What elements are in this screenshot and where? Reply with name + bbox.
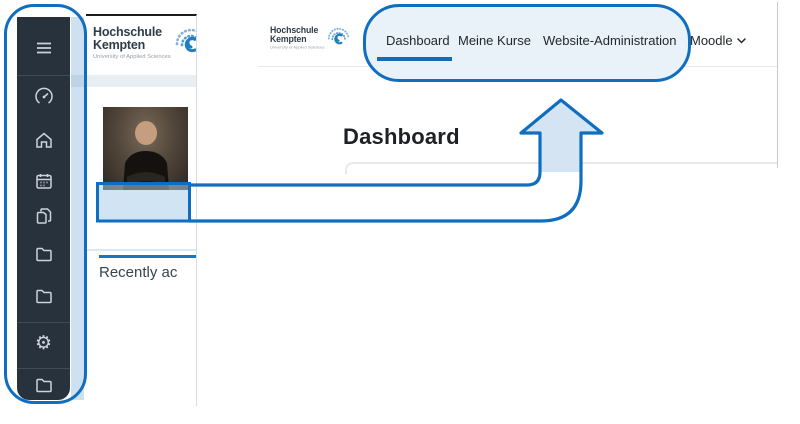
page-title: Dashboard [343, 124, 460, 149]
home-icon[interactable] [17, 130, 70, 150]
sidebar-highlight-circle [4, 4, 87, 404]
menu-icon[interactable] [17, 38, 70, 58]
hochschule-kempten-logo: Hochschule Kempten University of Applied… [93, 25, 196, 61]
section-divider [86, 249, 196, 251]
folder-icon[interactable] [17, 286, 70, 306]
tab-meine-kurse[interactable]: Meine Kurse [458, 33, 531, 48]
chevron-down-icon [736, 37, 746, 44]
gauge-icon[interactable] [17, 87, 70, 107]
logo-subtitle: University of Applied Sciences [93, 54, 171, 60]
card-accent-line [99, 255, 196, 258]
drawer-edge-band [71, 75, 84, 87]
old-ui-nav-drawer: ⚙ [17, 17, 70, 400]
hochschule-kempten-logo[interactable]: Hochschule Kempten University of Applied… [270, 26, 350, 50]
folder-icon[interactable] [17, 375, 70, 395]
nav-highlight-circle [363, 4, 691, 82]
recently-accessed-heading: Recently ac [99, 264, 178, 281]
folder-icon[interactable] [17, 244, 70, 264]
tab-moodle-label: Moodle [690, 33, 733, 48]
active-tab-underline [377, 57, 452, 61]
spiral-logo-icon [327, 27, 350, 45]
logo-text: Hochschule Kempten University of Applied… [270, 26, 324, 50]
files-icon[interactable] [17, 206, 70, 226]
logo-subtitle: University of Applied Sciences [270, 45, 325, 50]
gear-icon[interactable]: ⚙ [34, 332, 53, 354]
tab-dashboard[interactable]: Dashboard [386, 33, 450, 48]
tab-moodle-dropdown[interactable]: Moodle [690, 33, 746, 48]
user-profile-photo[interactable] [103, 107, 188, 190]
spiral-logo-icon [175, 28, 196, 53]
old-ui-subheader-strip [86, 75, 196, 87]
logo-line2: Kempten [270, 34, 307, 45]
tab-website-administration[interactable]: Website-Administration [543, 33, 677, 48]
logo-text: Hochschule Kempten University of Applied… [93, 25, 171, 61]
logo-line2: Kempten [93, 38, 146, 52]
sidebar-divider [17, 322, 70, 323]
logo-line1: Hochschule [270, 25, 319, 36]
calendar-icon[interactable] [17, 171, 70, 191]
new-ui-panel: Hochschule Kempten University of Applied… [258, 2, 778, 174]
drawer-edge-strip [71, 17, 84, 400]
sidebar-divider [17, 368, 70, 369]
sidebar-divider [17, 75, 70, 76]
content-card-edge [345, 162, 777, 174]
person-portrait [123, 121, 169, 190]
old-ui-panel: Hochschule Kempten University of Applied… [86, 14, 197, 406]
logo-line1: Hochschule [93, 25, 162, 39]
